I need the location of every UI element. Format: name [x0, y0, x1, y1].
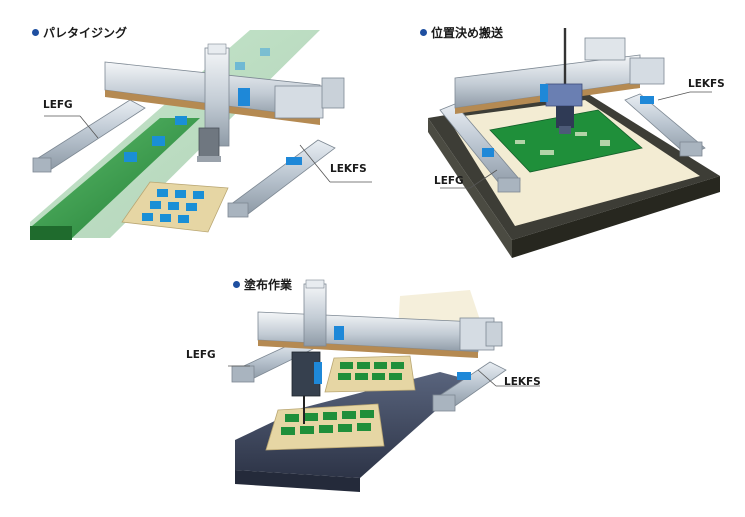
slider-accent: [640, 96, 654, 104]
rail-end-block: [432, 394, 456, 412]
rail-end-block: [227, 202, 249, 218]
workpiece: [152, 136, 165, 146]
rail-end-block: [32, 157, 52, 173]
head-tip: [559, 126, 571, 134]
heading-palletizing: パレタイジング: [32, 24, 127, 41]
label-lefg-coating: LEFG: [186, 349, 216, 361]
bullet-icon: [233, 281, 240, 288]
pallet-workpieces: [142, 189, 204, 223]
head-tool: [556, 106, 574, 128]
rail-end-block: [497, 177, 521, 193]
vertical-axis: [303, 283, 327, 347]
label-lekfs-positioning: LEKFS: [688, 78, 725, 90]
dispenser-accent: [314, 362, 322, 384]
belt-edge: [235, 470, 360, 492]
workpiece: [175, 116, 187, 125]
pcb-components: [515, 132, 610, 155]
head-accent: [540, 84, 548, 102]
rail-end-block: [679, 141, 703, 157]
base-frame-side: [512, 176, 720, 258]
slider-accent: [286, 157, 302, 165]
carriage-accent: [238, 88, 250, 106]
motor-housing: [274, 85, 324, 119]
carriage-accent: [334, 326, 344, 340]
axis-cap: [207, 43, 227, 55]
positioning-head: [545, 83, 583, 107]
heading-coating: 塗布作業: [233, 276, 292, 293]
workpiece: [235, 62, 245, 70]
heading-coating-text: 塗布作業: [244, 278, 293, 292]
gripper-jaw: [197, 156, 221, 162]
motor-housing: [584, 37, 626, 61]
bullet-icon: [32, 29, 39, 36]
workpiece: [260, 48, 270, 56]
motor-cap: [485, 321, 503, 347]
pallet-front-boards: [281, 410, 374, 435]
label-lekfs-palletizing: LEKFS: [330, 163, 367, 175]
lekfs-rail: [624, 93, 706, 157]
positioning-illustration: [428, 28, 720, 258]
label-lekfs-coating: LEKFS: [504, 376, 541, 388]
axis-cap: [305, 279, 325, 289]
conveyor-edge: [30, 226, 72, 240]
heading-positioning: 位置決め搬送: [420, 24, 503, 41]
label-lefg-palletizing: LEFG: [43, 99, 73, 111]
slider-accent: [457, 372, 471, 380]
motor-cap: [321, 77, 345, 109]
workpiece: [124, 152, 137, 162]
heading-positioning-text: 位置決め搬送: [431, 26, 504, 40]
label-lefg-positioning: LEFG: [434, 175, 464, 187]
pallet-back-boards: [338, 362, 404, 380]
rail-end-block: [231, 365, 255, 383]
motor-end: [629, 57, 665, 85]
heading-palletizing-text: パレタイジング: [43, 26, 128, 40]
gripper: [198, 127, 220, 159]
coating-illustration: [228, 279, 540, 492]
palletizing-illustration: [30, 30, 372, 240]
slider-accent: [482, 148, 494, 157]
bullet-icon: [420, 29, 427, 36]
green-conveyor-front: [30, 118, 200, 240]
